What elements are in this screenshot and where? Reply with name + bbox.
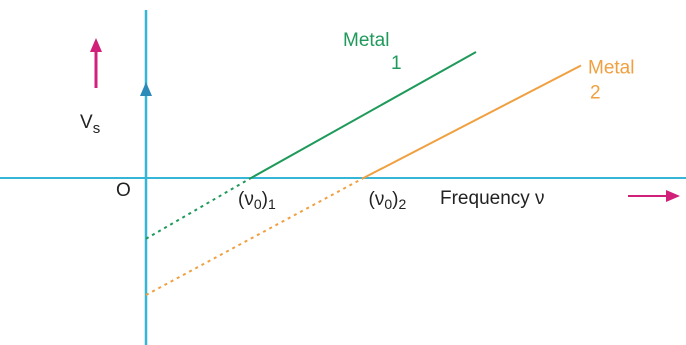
- y-axis-arrowhead: [140, 82, 152, 96]
- y-axis-label: Vs: [80, 112, 100, 137]
- series-metal-2-extrapolation: [145, 177, 364, 296]
- threshold-label-2: (ν0)2: [369, 189, 407, 212]
- vs-arrow-icon: [90, 38, 102, 52]
- series-metal-1-line: [250, 51, 477, 179]
- frequency-arrow-icon: [666, 190, 680, 202]
- series-metal-2-line: [363, 64, 582, 179]
- x-axis-label: Frequency ν: [440, 188, 545, 209]
- series-metal-1-extrapolation: [145, 177, 252, 240]
- series-metal-1-name: Metal: [343, 30, 389, 51]
- series-metal-2-number: 2: [590, 83, 601, 104]
- y-axis-label-sub: s: [93, 120, 101, 137]
- threshold-label-1: (ν0)1: [238, 189, 276, 212]
- series-metal-2-name: Metal: [588, 58, 634, 79]
- origin-label: O: [116, 180, 131, 201]
- series-metal-2: Metal 2 (ν0)2: [145, 58, 634, 296]
- series-metal-1-number: 1: [391, 53, 402, 74]
- series-metal-1: Metal 1 (ν0)1: [145, 30, 477, 240]
